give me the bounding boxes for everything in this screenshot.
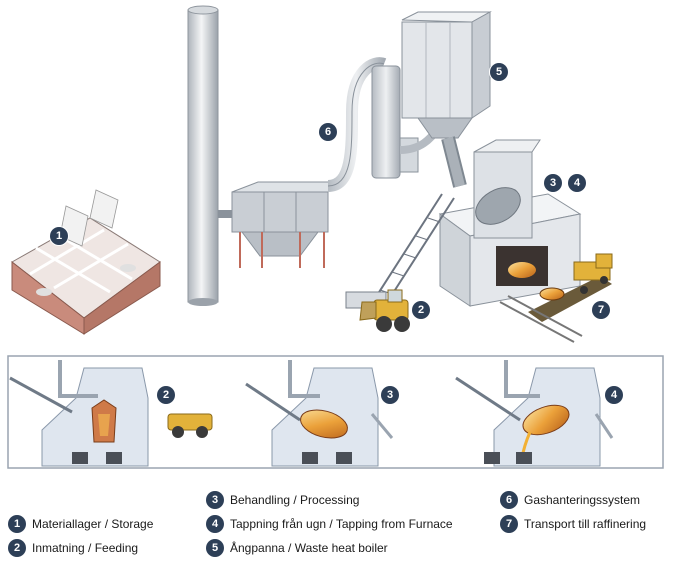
legend-badge: 5	[206, 539, 224, 557]
legend-item-2: 2 Inmatning / Feeding	[8, 539, 138, 557]
marker-1: 1	[50, 227, 68, 245]
legend-label: Gashanteringssystem	[524, 493, 641, 507]
wheel-loader	[359, 289, 410, 332]
marker-6: 6	[319, 123, 337, 141]
panel-marker-3: 3	[381, 386, 399, 404]
exhaust-stack	[187, 5, 219, 306]
marker-4: 4	[568, 174, 586, 192]
storage-building	[11, 189, 161, 335]
legend-item-5: 5 Ångpanna / Waste heat boiler	[206, 539, 388, 557]
legend-label: Tappning från ugn / Tapping from Furnace	[230, 517, 453, 531]
stage-feeding	[9, 360, 213, 467]
stage-processing	[245, 360, 394, 467]
legend-badge: 1	[8, 515, 26, 533]
transport-truck	[499, 253, 613, 343]
waste-heat-boiler	[401, 11, 492, 188]
stage-tapping	[455, 360, 614, 467]
panel-marker-4: 4	[605, 386, 623, 404]
legend-badge: 3	[206, 491, 224, 509]
legend-item-6: 6 Gashanteringssystem	[500, 491, 640, 509]
legend-label: Behandling / Processing	[230, 493, 360, 507]
legend-item-7: 7 Transport till raffinering	[500, 515, 646, 533]
marker-5: 5	[490, 63, 508, 81]
legend-badge: 7	[500, 515, 518, 533]
process-building	[438, 139, 582, 307]
legend-item-4: 4 Tappning från ugn / Tapping from Furna…	[206, 515, 453, 533]
legend-label: Materiallager / Storage	[32, 517, 154, 531]
legend-label: Ångpanna / Waste heat boiler	[230, 541, 388, 555]
panel-marker-2: 2	[157, 386, 175, 404]
process-sequence-panel	[7, 355, 664, 469]
marker-7: 7	[592, 301, 610, 319]
legend-item-1: 1 Materiallager / Storage	[8, 515, 153, 533]
legend-badge: 6	[500, 491, 518, 509]
marker-2: 2	[412, 301, 430, 319]
legend-label: Transport till raffinering	[524, 517, 647, 531]
legend-item-3: 3 Behandling / Processing	[206, 491, 359, 509]
legend-badge: 4	[206, 515, 224, 533]
gas-handling-ducts	[327, 57, 444, 192]
legend-label: Inmatning / Feeding	[32, 541, 139, 555]
filter-house	[218, 181, 342, 268]
legend-badge: 2	[8, 539, 26, 557]
marker-3: 3	[544, 174, 562, 192]
